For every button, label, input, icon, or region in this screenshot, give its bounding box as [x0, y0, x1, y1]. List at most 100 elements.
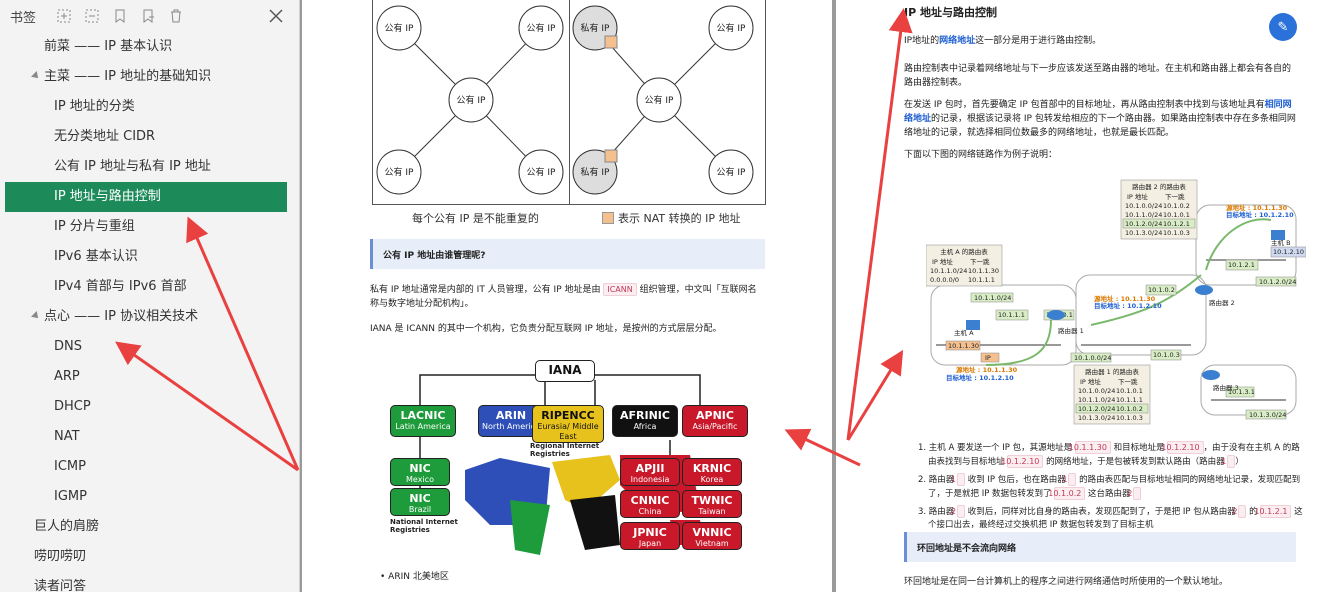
sidebar-item-label: IP 分片与重组: [54, 219, 135, 234]
router-label: 路由器 2: [1209, 298, 1235, 307]
expand-all-icon[interactable]: [56, 8, 72, 24]
sidebar-item-label: 读者问答: [34, 579, 87, 592]
packet-source: 源地址 : 10.1.1.30: [1094, 294, 1156, 303]
inline-code-tag: 10.1.1.30: [1069, 441, 1111, 454]
step-item: 1. 主机 A 要发送一个 IP 包，其源地址是 10.1.1.30 和目标地址…: [918, 441, 1303, 469]
sidebar-item[interactable]: IPv6 基本认识: [0, 242, 299, 272]
sidebar-item[interactable]: 公有 IP 地址与私有 IP 地址: [0, 152, 299, 182]
bookmark-child-icon[interactable]: [140, 8, 156, 24]
packet-destination: 目标地址 : 10.1.2.10: [946, 373, 1014, 382]
step-text: 这个接口出去，最终经过交换机把 IP 数据包转发到了目标主机: [928, 507, 1303, 530]
paragraph-3: 在发送 IP 包时，首先要确定 IP 包首部中的目标地址，再从路由控制表中找到与…: [904, 98, 1299, 140]
sidebar-item[interactable]: 无分类地址 CIDR: [0, 122, 299, 152]
sidebar-item-label: DHCP: [54, 399, 91, 414]
diagram-label: 10.1.1.30: [948, 342, 979, 350]
diagram-label: IP: [985, 354, 991, 362]
router1-table: [1073, 364, 1151, 425]
routing-table-cell: 10.1.0.3: [1116, 414, 1143, 422]
sidebar-item[interactable]: 巨人的肩膀: [0, 512, 299, 542]
routing-table-cell: 10.1.1.0/24: [1078, 396, 1115, 404]
routing-table-cell: 10.1.1.1: [1116, 396, 1143, 404]
highlight-text: 相同网络地址: [904, 100, 1292, 124]
node-label: 公有 IP: [385, 22, 415, 34]
sidebar-title: 书签: [10, 10, 37, 26]
sidebar-item[interactable]: 读者问答: [0, 572, 299, 592]
step-text: ，由于没有在主机 A 的路由表找到与目标地址: [928, 443, 1300, 467]
sidebar-item[interactable]: 点心 —— IP 协议相关技术: [0, 302, 299, 332]
nir-country: Taiwan: [698, 507, 726, 516]
rir-name: ARIN: [495, 409, 527, 422]
step-item: 2. 路由器 1 收到 IP 包后，也在路由器 1 的路由表匹配与目标地址相同的…: [918, 473, 1303, 501]
inline-code-tag: 1: [951, 473, 966, 486]
routing-table-cell: 10.1.0.1: [1163, 211, 1190, 219]
sidebar-item[interactable]: IP 分片与重组: [0, 212, 299, 242]
paragraph-1: IP地址的网络地址这一部分是用于进行路由控制。: [904, 34, 1299, 48]
bullet-item: • ARIN 北美地区: [380, 572, 449, 582]
nir-country: Indonesia: [630, 475, 670, 484]
step-text: 收到 IP 包后，也在路由器: [965, 475, 1069, 485]
routing-table-cell: 10.1.2.0/24: [1125, 220, 1162, 228]
diagram-label: 10.1.1.0/24: [974, 294, 1011, 302]
node-label: 公有 IP: [717, 166, 747, 178]
packet-destination: 目标地址 : 10.1.2.10: [1094, 301, 1162, 310]
routing-table-title: 路由器 1 的路由表: [1085, 367, 1139, 376]
sidebar-item[interactable]: IPv4 首部与 IPv6 首部: [0, 272, 299, 302]
inline-code-tag: 1: [1062, 473, 1077, 486]
nat-legend-label: 表示 NAT 转换的 IP 地址: [618, 212, 741, 225]
step-text: 和目标地址是: [1110, 443, 1168, 453]
callout-box: 公有 IP 地址由谁管理呢?: [370, 239, 765, 269]
expand-toggle-icon[interactable]: [31, 311, 41, 321]
routing-table-header: 下一跳: [1165, 192, 1185, 201]
collapse-all-icon[interactable]: [84, 8, 100, 24]
diagram-label: 10.1.2.10: [1273, 248, 1304, 256]
diagram-label: 10.1.2.1: [1228, 261, 1255, 269]
sidebar-item[interactable]: DHCP: [0, 392, 299, 422]
sidebar-item[interactable]: DNS: [0, 332, 299, 362]
rir-name: RIPENCC: [541, 409, 595, 422]
step-text: 这台路由器: [1085, 489, 1134, 499]
expand-toggle-icon[interactable]: [31, 71, 41, 81]
address-box: [1225, 259, 1259, 271]
node-label: 公有 IP: [717, 22, 747, 34]
sidebar-item[interactable]: IGMP: [0, 482, 299, 512]
sidebar-item-label: ICMP: [54, 459, 86, 474]
diagram-label: 10.1.3.1: [1228, 388, 1255, 396]
routing-table-header: IP 地址: [932, 257, 953, 266]
rir-region: Asia/Pacific: [692, 422, 738, 431]
sidebar-item[interactable]: 唠叨唠叨: [0, 542, 299, 572]
paragraph-4: 下面以下图的网络链路作为例子说明：: [904, 150, 1058, 160]
text: 在发送 IP 包时，首先要确定 IP 包首部中的目标地址，再从路由控制表中找到与…: [904, 100, 1265, 110]
packet-source: 源地址 : 10.1.1.30: [1226, 203, 1288, 212]
rir-region: Eurasia/ Middle East: [537, 422, 599, 441]
sidebar-item-label: 点心 —— IP 协议相关技术: [44, 309, 199, 324]
step-text: 3. 路由器: [918, 507, 958, 517]
nir-name: JPNIC: [633, 526, 667, 539]
step-text: 1. 主机 A 要发送一个 IP 包，其源地址是: [918, 443, 1075, 453]
sidebar-item[interactable]: NAT: [0, 422, 299, 452]
add-bookmark-icon[interactable]: [112, 8, 128, 24]
diagram-label: 10.1.2.0/24: [1259, 278, 1296, 286]
router-icon: [1047, 310, 1065, 320]
figure-caption-left: 每个公有 IP 是不能重复的: [412, 212, 539, 225]
router-label: 路由器 1: [1058, 326, 1084, 335]
sidebar-item[interactable]: ARP: [0, 362, 299, 392]
text: 这一部分是用于进行路由控制。: [975, 36, 1102, 46]
document-page-right: IP 地址与路由控制 ✎ IP地址的网络地址这一部分是用于进行路由控制。 路由控…: [836, 0, 1317, 592]
address-box: [1150, 349, 1182, 361]
sidebar-item[interactable]: ICMP: [0, 452, 299, 482]
edit-badge-icon[interactable]: ✎: [1269, 13, 1297, 41]
steps-list: 1. 主机 A 要发送一个 IP 包，其源地址是 10.1.1.30 和目标地址…: [918, 441, 1303, 536]
close-icon[interactable]: [267, 7, 285, 25]
sidebar-item[interactable]: IP 地址与路由控制: [5, 182, 287, 212]
delete-bookmark-icon[interactable]: [168, 8, 184, 24]
sidebar-item[interactable]: 主菜 —— IP 地址的基础知识: [0, 62, 299, 92]
sidebar-item[interactable]: IP 地址的分类: [0, 92, 299, 122]
sidebar-item[interactable]: 前菜 —— IP 基本认识: [0, 32, 299, 62]
routing-table-header: 下一跳: [1118, 377, 1138, 386]
sidebar-item-label: ARP: [54, 369, 80, 384]
